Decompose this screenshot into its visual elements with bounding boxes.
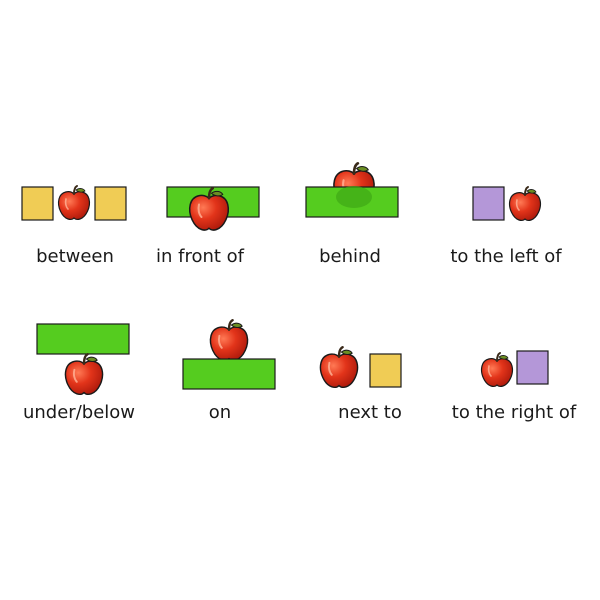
apple-icon xyxy=(319,346,359,389)
purple-square xyxy=(516,350,549,385)
behind-figure xyxy=(305,162,399,218)
label-between: between xyxy=(36,246,114,267)
next-to-figure xyxy=(319,346,402,389)
label-next-to: next to xyxy=(338,402,402,423)
apple-icon xyxy=(209,319,249,362)
apple-icon xyxy=(508,186,542,222)
label-in-front-of: in front of xyxy=(155,246,245,267)
between-figure xyxy=(21,185,127,221)
yellow-square xyxy=(369,353,402,388)
purple-square xyxy=(472,186,505,221)
green-bar xyxy=(36,323,130,355)
yellow-square-left xyxy=(21,186,54,221)
label-on: on xyxy=(208,402,232,423)
on-figure xyxy=(182,319,276,390)
label-behind: behind xyxy=(319,246,381,267)
under-below-figure xyxy=(36,323,130,396)
apple-icon xyxy=(64,353,104,396)
yellow-square-right xyxy=(94,186,127,221)
label-to-the-right-of: to the right of xyxy=(451,402,577,423)
label-to-the-left-of: to the left of xyxy=(450,246,562,267)
to-the-right-of-figure xyxy=(480,350,549,388)
green-bar xyxy=(182,358,276,390)
apple-shadow xyxy=(336,186,372,208)
to-the-left-of-figure xyxy=(472,186,542,222)
in-front-of-figure xyxy=(166,186,260,232)
label-under-below: under/below xyxy=(22,402,136,423)
apple-icon xyxy=(480,352,514,388)
apple-icon xyxy=(57,185,91,221)
